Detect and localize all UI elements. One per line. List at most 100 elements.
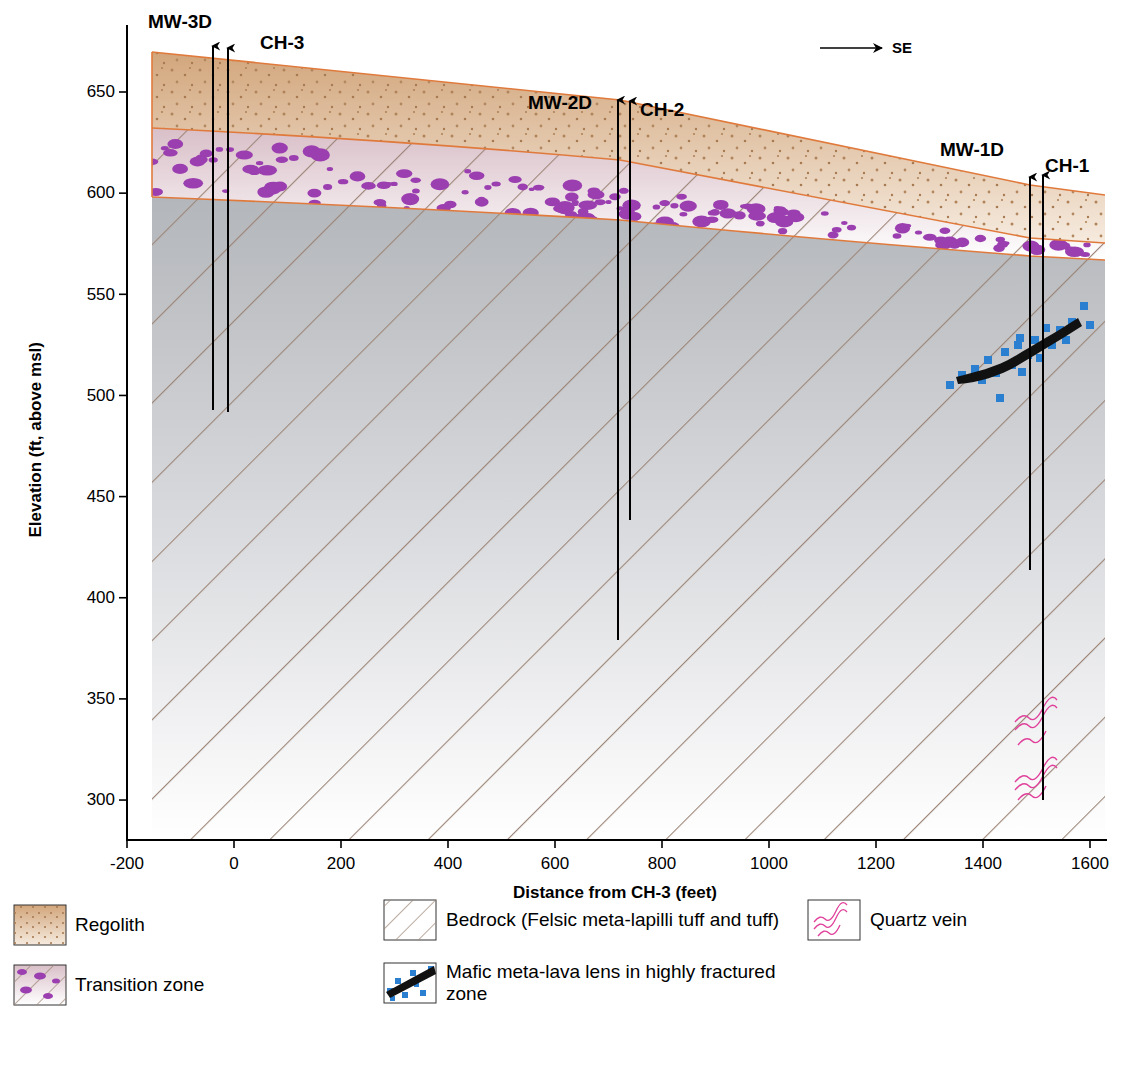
clast	[821, 211, 829, 215]
tick-mark	[340, 840, 342, 848]
well-label: CH-2	[640, 99, 684, 121]
clast	[431, 178, 450, 190]
clast	[895, 223, 910, 233]
bedrock-hatch	[152, 197, 1105, 840]
well-lines	[213, 46, 1043, 800]
clast	[309, 200, 321, 207]
x-tick-label: 600	[541, 854, 569, 874]
y-tick-label: 450	[87, 487, 115, 507]
tick-mark	[233, 840, 235, 848]
clast	[462, 190, 469, 194]
fracture-marker	[946, 381, 954, 389]
tick-mark	[119, 698, 127, 700]
legend-text: Mafic meta-lava lens in highly fractured…	[446, 961, 786, 1005]
clast	[975, 235, 986, 242]
clast	[665, 222, 680, 232]
tick-mark	[119, 91, 127, 93]
clast	[605, 200, 611, 204]
regolith-layer	[152, 52, 1105, 243]
fracture-marker	[1018, 368, 1026, 376]
clast	[256, 161, 263, 165]
clast	[619, 188, 629, 194]
well-label: MW-3D	[148, 11, 212, 33]
clast	[1080, 252, 1090, 257]
axes	[126, 25, 1107, 841]
x-tick-label: 400	[434, 854, 462, 874]
axis-ticks	[119, 92, 1090, 848]
tick-mark	[119, 293, 127, 295]
tick-mark	[554, 840, 556, 848]
clast	[533, 185, 544, 191]
fracture-marker	[1016, 334, 1024, 342]
clast	[200, 150, 213, 158]
clast	[915, 230, 922, 234]
fracture-marker	[1014, 341, 1022, 349]
clast	[997, 241, 1008, 248]
clast	[327, 167, 333, 171]
legend-text: Transition zone	[75, 974, 335, 996]
clast	[572, 202, 578, 206]
clast	[444, 201, 456, 209]
clast	[303, 145, 321, 157]
clast	[464, 169, 471, 173]
tick-mark	[1089, 840, 1091, 848]
clast	[659, 200, 670, 206]
x-tick-label: 0	[229, 854, 238, 874]
clast	[523, 208, 539, 218]
clast	[385, 182, 392, 186]
x-tick-label: 1000	[750, 854, 788, 874]
bedrock-layer	[152, 197, 1105, 840]
clast	[949, 242, 961, 249]
fracture-marker	[996, 394, 1004, 402]
clast	[563, 180, 583, 192]
clast	[565, 192, 579, 201]
clast	[940, 228, 951, 234]
clast	[740, 204, 747, 208]
tick-mark	[875, 840, 877, 848]
fracture-marker	[1001, 348, 1009, 356]
clast	[622, 199, 640, 211]
clast	[747, 203, 766, 214]
clast	[469, 172, 485, 180]
clast	[733, 211, 745, 219]
well-label: MW-2D	[528, 92, 592, 114]
x-tick-label: 200	[327, 854, 355, 874]
clast	[350, 171, 366, 181]
clast	[847, 225, 856, 231]
clast	[401, 193, 419, 205]
clast	[578, 200, 597, 210]
clast	[680, 201, 697, 212]
fracture-marker	[1086, 321, 1094, 329]
clast	[258, 165, 277, 175]
clast	[692, 216, 711, 228]
well-label: MW-1D	[940, 139, 1004, 161]
y-tick-label: 350	[87, 689, 115, 709]
clast	[338, 179, 348, 184]
y-tick-label: 400	[87, 588, 115, 608]
clast	[475, 198, 489, 207]
clast	[713, 200, 729, 210]
well-label: CH-1	[1045, 155, 1089, 177]
x-tick-label: 1200	[857, 854, 895, 874]
clast	[242, 165, 259, 174]
fracture-marker	[984, 356, 992, 364]
y-axis-title: Elevation (ft, above msl)	[26, 342, 46, 538]
clast	[893, 233, 902, 239]
tick-mark	[768, 840, 770, 848]
direction-arrow	[820, 47, 882, 49]
clast	[508, 176, 521, 183]
legend-text: Bedrock (Felsic meta-lapilli tuff and tu…	[446, 909, 786, 931]
layer-boundaries	[152, 52, 1105, 260]
fracture-marker	[1080, 302, 1088, 310]
tick-mark	[119, 799, 127, 801]
clast	[412, 189, 420, 194]
y-tick-label: 500	[87, 386, 115, 406]
clast	[167, 139, 183, 149]
clast	[148, 188, 163, 196]
legend-text: Regolith	[75, 914, 335, 936]
x-tick-label: -200	[110, 854, 144, 874]
tick-mark	[119, 496, 127, 498]
clast	[708, 210, 715, 215]
y-tick-label: 650	[87, 82, 115, 102]
